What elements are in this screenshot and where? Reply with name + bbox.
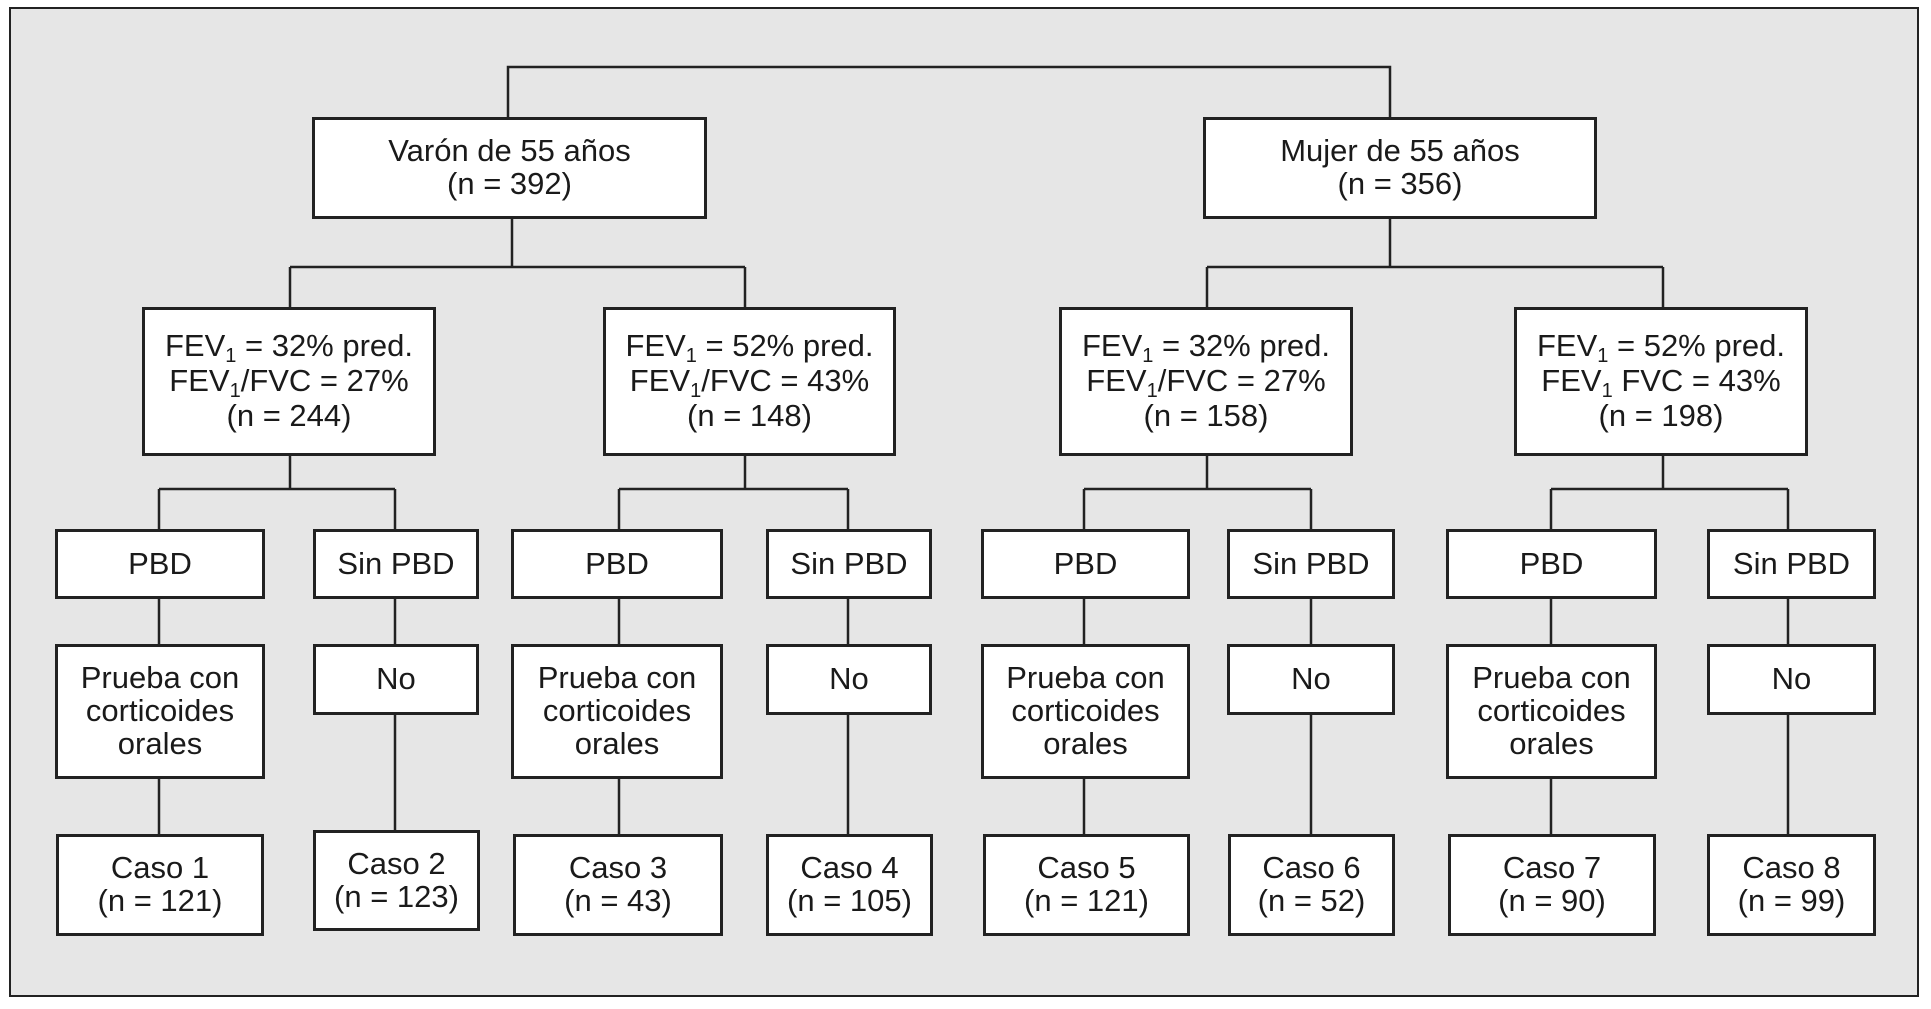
case-count: (n = 121) (1024, 883, 1149, 918)
no-pbd-label: Sin PBD (790, 545, 908, 581)
no-test-box-4: No (1707, 644, 1876, 715)
no-pbd-label: Sin PBD (1252, 545, 1370, 581)
no-label: No (829, 661, 869, 697)
severity-count: (n = 198) (1598, 397, 1724, 433)
male-root-box: Varón de 55 años (n = 392) (312, 117, 707, 219)
steroid-test-box-3: Prueba con corticoides orales (981, 644, 1190, 779)
severity-connector-4 (1549, 456, 1790, 529)
no-label: No (1771, 661, 1812, 697)
pbd-label: PBD (1053, 545, 1118, 581)
case-box-6: Caso 6 (n = 52) (1228, 834, 1395, 936)
fev1-value: FEV1 = 52% pred. (1536, 328, 1786, 368)
case-box-4: Caso 4 (n = 105) (766, 834, 933, 936)
pbd-box-3: PBD (981, 529, 1190, 599)
fev1-fvc-ratio: FEV1/FVC = 43% (629, 363, 870, 403)
steroid-test-box-1: Prueba con corticoides orales (55, 644, 265, 779)
case-label: Caso 7 (1502, 850, 1602, 886)
severity-connector-2 (617, 456, 850, 529)
test-line-2: corticoides (542, 693, 692, 729)
case-count: (n = 121) (97, 883, 223, 918)
case-box-1: Caso 1 (n = 121) (56, 834, 264, 936)
no-pbd-label: Sin PBD (1732, 545, 1851, 581)
case-label: Caso 6 (1262, 850, 1361, 886)
test-line-1: Prueba con (537, 660, 697, 696)
severity-box-3: FEV1 = 32% pred. FEV1/FVC = 27% (n = 158… (1059, 307, 1353, 456)
pbd-label: PBD (128, 545, 192, 581)
fev1-fvc-ratio: FEV1 FVC = 43% (1541, 363, 1781, 403)
test-to-case-connectors (157, 715, 1790, 834)
no-test-box-2: No (766, 644, 932, 715)
no-pbd-box-4: Sin PBD (1707, 529, 1876, 599)
case-box-2: Caso 2 (n = 123) (313, 830, 480, 931)
case-label: Caso 4 (800, 850, 899, 886)
case-box-8: Caso 8 (n = 99) (1707, 834, 1876, 936)
case-count: (n = 43) (564, 883, 672, 918)
no-label: No (1291, 661, 1331, 697)
male-root-label: Varón de 55 años (388, 133, 631, 169)
fev1-value: FEV1 = 32% pred. (1081, 328, 1331, 368)
no-pbd-label: Sin PBD (337, 545, 455, 581)
root-connector (506, 65, 1392, 117)
test-line-3: orales (1043, 725, 1128, 761)
test-line-2: corticoides (1477, 693, 1626, 729)
pbd-to-test-connectors (157, 599, 1790, 644)
case-count: (n = 52) (1257, 883, 1366, 918)
case-box-3: Caso 3 (n = 43) (513, 834, 723, 936)
no-pbd-box-2: Sin PBD (766, 529, 932, 599)
test-line-2: corticoides (1011, 693, 1160, 729)
pbd-box-1: PBD (55, 529, 265, 599)
severity-box-1: FEV1 = 32% pred. FEV1/FVC = 27% (n = 244… (142, 307, 436, 456)
test-line-2: corticoides (85, 693, 235, 729)
female-connector (1205, 219, 1665, 307)
case-label: Caso 8 (1742, 850, 1841, 886)
severity-count: (n = 244) (226, 397, 352, 433)
test-line-1: Prueba con (1006, 660, 1165, 696)
pbd-label: PBD (585, 545, 649, 581)
female-root-box: Mujer de 55 años (n = 356) (1203, 117, 1597, 219)
severity-connector-1 (157, 456, 397, 529)
pbd-label: PBD (1519, 545, 1584, 581)
fev1-fvc-ratio: FEV1/FVC = 27% (169, 363, 409, 403)
severity-count: (n = 158) (1143, 397, 1269, 433)
male-connector (288, 219, 747, 307)
case-box-7: Caso 7 (n = 90) (1448, 834, 1656, 936)
case-count: (n = 105) (787, 883, 912, 918)
steroid-test-box-2: Prueba con corticoides orales (511, 644, 723, 779)
fev1-value: FEV1 = 32% pred. (164, 328, 414, 368)
case-box-5: Caso 5 (n = 121) (983, 834, 1190, 936)
no-pbd-box-1: Sin PBD (313, 529, 479, 599)
case-count: (n = 90) (1498, 883, 1606, 918)
no-test-box-1: No (313, 644, 479, 715)
case-label: Caso 1 (110, 850, 210, 886)
test-line-1: Prueba con (1472, 660, 1631, 696)
steroid-test-box-4: Prueba con corticoides orales (1446, 644, 1657, 779)
case-count: (n = 123) (334, 878, 459, 914)
case-label: Caso 2 (347, 845, 446, 881)
severity-count: (n = 148) (687, 397, 812, 433)
case-label: Caso 3 (568, 850, 668, 886)
severity-connector-3 (1082, 456, 1313, 529)
no-pbd-box-3: Sin PBD (1227, 529, 1395, 599)
test-line-1: Prueba con (80, 660, 240, 696)
test-line-3: orales (117, 725, 203, 761)
female-root-count: (n = 356) (1337, 166, 1463, 201)
female-root-label: Mujer de 55 años (1280, 133, 1520, 169)
test-line-3: orales (574, 725, 660, 761)
case-label: Caso 5 (1037, 850, 1136, 886)
fev1-fvc-ratio: FEV1/FVC = 27% (1086, 363, 1326, 403)
no-test-box-3: No (1227, 644, 1395, 715)
fev1-value: FEV1 = 52% pred. (625, 328, 874, 368)
no-label: No (376, 661, 416, 697)
test-line-3: orales (1509, 725, 1594, 761)
pbd-box-2: PBD (511, 529, 723, 599)
severity-box-4: FEV1 = 52% pred. FEV1 FVC = 43% (n = 198… (1514, 307, 1808, 456)
male-root-count: (n = 392) (447, 166, 572, 201)
severity-box-2: FEV1 = 52% pred. FEV1/FVC = 43% (n = 148… (603, 307, 896, 456)
case-count: (n = 99) (1737, 883, 1846, 918)
pbd-box-4: PBD (1446, 529, 1657, 599)
